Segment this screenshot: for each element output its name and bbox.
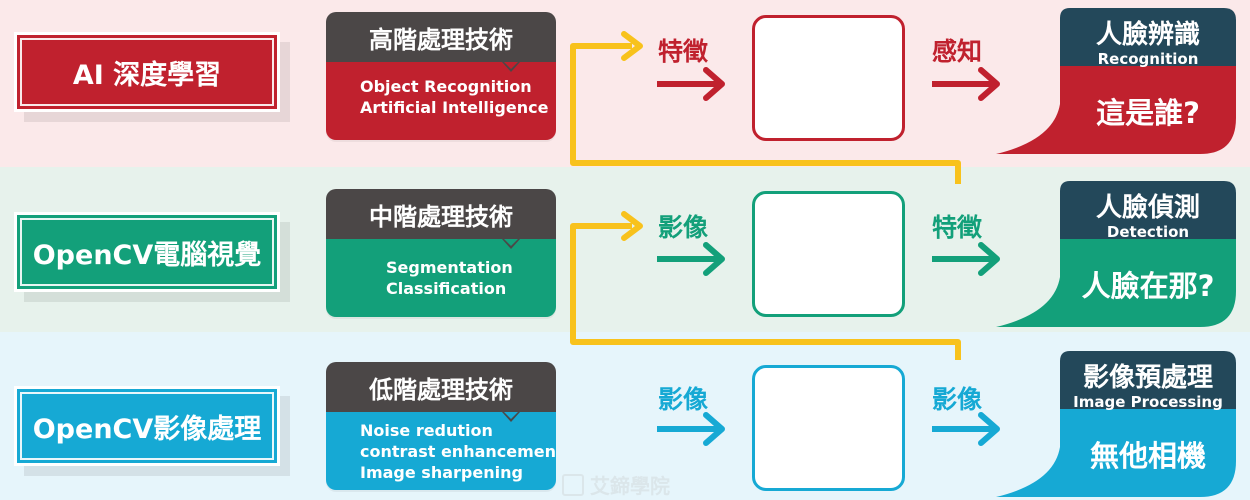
- row3-empty-box: [752, 365, 905, 491]
- result-subtitle: Detection: [1106, 223, 1190, 241]
- level-label-text: OpenCV影像處理: [32, 413, 262, 445]
- row3-out-arrow: [932, 412, 1000, 446]
- level-label-ai: AI 深度學習: [14, 32, 280, 112]
- tech-card-mid: 中階處理技術 Segmentation Classification: [326, 189, 556, 317]
- tech-card-body: Segmentation Classification: [326, 239, 556, 317]
- row2-out-label: 特徵: [932, 213, 983, 242]
- row1-out-arrow: [932, 67, 1000, 101]
- tech-line: Noise redution: [360, 421, 493, 440]
- tech-card-body: Noise redution contrast enhancement Imag…: [326, 412, 556, 490]
- row2-out-arrow: [932, 242, 1000, 276]
- watermark-logo-icon: [562, 474, 584, 496]
- tech-card-low: 低階處理技術 Noise redution contrast enhanceme…: [326, 362, 556, 490]
- result-card-shape: [996, 8, 1236, 154]
- row3-in-arrow: [657, 412, 725, 446]
- result-card-recognition: 人臉辨識 Recognition 這是誰?: [996, 8, 1236, 154]
- result-title: 影像預處理: [1082, 363, 1213, 393]
- row1-in-arrow: [657, 67, 725, 101]
- row1-out-label: 感知: [932, 37, 983, 66]
- tech-card-body: Object Recognition Artificial Intelligen…: [326, 62, 556, 140]
- result-card-shape: [996, 351, 1236, 497]
- result-subtitle: Recognition: [1097, 50, 1199, 68]
- row3-in-label: 影像: [658, 385, 709, 414]
- watermark: 艾鍗學院: [562, 470, 670, 499]
- result-question: 這是誰?: [1096, 96, 1200, 130]
- result-card-shape: [996, 181, 1236, 327]
- row1-empty-box: [752, 15, 905, 141]
- level-label-opencv-vision: OpenCV電腦視覺: [14, 212, 280, 292]
- tech-line: Artificial Intelligence: [360, 98, 549, 117]
- level-label-text: AI 深度學習: [72, 59, 222, 91]
- result-question: 無他相機: [1089, 439, 1206, 473]
- tech-card-title: 高階處理技術: [326, 12, 556, 72]
- result-question: 人臉在那?: [1081, 269, 1215, 303]
- result-subtitle: Image Processing: [1073, 393, 1223, 411]
- result-title: 人臉辨識: [1095, 20, 1200, 50]
- result-title: 人臉偵測: [1095, 193, 1200, 223]
- tech-line: Classification: [386, 279, 507, 298]
- tech-card-title: 中階處理技術: [326, 189, 556, 249]
- row1-in-label: 特徵: [658, 37, 709, 66]
- watermark-text: 艾鍗學院: [590, 474, 670, 498]
- flow-arrowhead-mid: [621, 211, 643, 241]
- tech-line: Segmentation: [386, 258, 513, 277]
- level-label-text: OpenCV電腦視覺: [32, 239, 262, 271]
- flow-line-low-to-mid: [570, 223, 961, 360]
- tech-line: Image sharpening: [360, 463, 523, 482]
- flow-arrowhead-high: [621, 31, 643, 61]
- tech-card-title: 低階處理技術: [326, 362, 556, 422]
- tech-line: contrast enhancement: [360, 442, 556, 461]
- tech-card-high: 高階處理技術 Object Recognition Artificial Int…: [326, 12, 556, 140]
- row2-in-arrow: [657, 242, 725, 276]
- row3-out-label: 影像: [932, 385, 983, 414]
- row2-in-label: 影像: [658, 213, 709, 242]
- tech-line: Object Recognition: [360, 77, 532, 96]
- result-card-detection: 人臉偵測 Detection 人臉在那?: [996, 181, 1236, 327]
- row2-empty-box: [752, 191, 905, 317]
- result-card-preprocessing: 影像預處理 Image Processing 無他相機: [996, 351, 1236, 497]
- level-label-opencv-image: OpenCV影像處理: [14, 386, 280, 466]
- flow-line-mid-to-high: [570, 43, 961, 184]
